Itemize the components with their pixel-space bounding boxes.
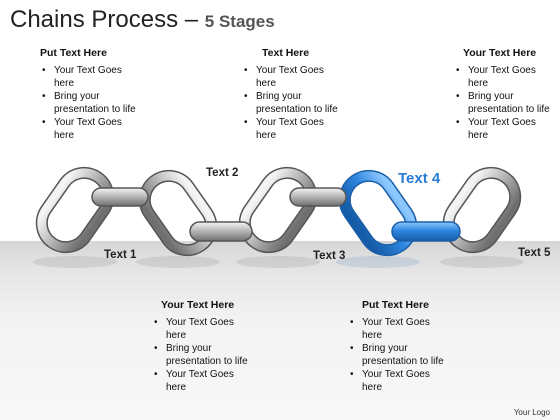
bullet-item: Your Text Goes here	[154, 316, 253, 342]
bullet-item: Your Text Goes here	[456, 116, 550, 142]
chain-link-2	[138, 169, 218, 257]
bullet-item: Your Text Goes here	[350, 316, 449, 342]
bullet-item: Bring your presentation to life	[154, 342, 253, 368]
bullet-item: Your Text Goes here	[154, 368, 253, 394]
text-block-top-2: Text Here Your Text Goes here Bring your…	[238, 47, 338, 142]
stage-label-4: Text 4	[398, 170, 441, 187]
footer-logo: Your Logo	[513, 408, 550, 417]
stage-label-2: Text 2	[206, 167, 239, 179]
block-heading: Put Text Here	[40, 47, 107, 59]
text-block-top-3: Your Text Here Your Text Goes here Bring…	[450, 47, 550, 142]
title-dash: –	[184, 6, 199, 33]
bullet-list: Your Text Goes here Bring your presentat…	[344, 316, 449, 394]
bullet-item: Your Text Goes here	[350, 368, 449, 394]
text-block-bottom-1: Your Text Here Your Text Goes here Bring…	[148, 299, 253, 394]
bullet-item: Your Text Goes here	[42, 116, 136, 142]
bullet-item: Your Text Goes here	[456, 64, 550, 90]
floor-reflection	[0, 241, 560, 420]
chain-link-4-highlighted	[338, 169, 418, 257]
chain-link-1	[35, 166, 115, 254]
connector-link-2	[189, 221, 253, 242]
connector-link-1	[91, 187, 149, 207]
stage-label-3: Text 3	[313, 250, 346, 262]
block-heading: Put Text Here	[362, 299, 429, 311]
bullet-item: Your Text Goes here	[244, 116, 338, 142]
connector-link-4	[391, 221, 461, 242]
chain-link-3	[238, 166, 318, 254]
page-title: Chains Process – 5 Stages	[10, 6, 275, 34]
bullet-item: Bring your presentation to life	[350, 342, 449, 368]
bullet-list: Your Text Goes here Bring your presentat…	[238, 64, 338, 142]
bullet-item: Bring your presentation to life	[456, 90, 550, 116]
title-sub: 5 Stages	[204, 12, 275, 31]
text-block-top-1: Put Text Here Your Text Goes here Bring …	[36, 47, 136, 142]
bullet-list: Your Text Goes here Bring your presentat…	[148, 316, 253, 394]
block-heading: Text Here	[262, 47, 310, 59]
bullet-item: Your Text Goes here	[42, 64, 136, 90]
block-heading: Your Text Here	[161, 299, 235, 311]
chain-reflection	[33, 256, 524, 268]
bullet-list: Your Text Goes here Bring your presentat…	[36, 64, 136, 142]
bullet-item: Bring your presentation to life	[42, 90, 136, 116]
bullet-item: Bring your presentation to life	[244, 90, 338, 116]
bullet-list: Your Text Goes here Bring your presentat…	[450, 64, 550, 142]
text-block-bottom-2: Put Text Here Your Text Goes here Bring …	[344, 299, 449, 394]
bullet-item: Your Text Goes here	[244, 64, 338, 90]
title-main: Chains Process	[10, 6, 179, 33]
connector-link-3	[289, 187, 347, 207]
block-heading: Your Text Here	[463, 47, 537, 59]
stage-label-1: Text 1	[104, 249, 137, 261]
stage-label-5: Text 5	[518, 247, 551, 259]
chain-link-5	[442, 166, 522, 254]
